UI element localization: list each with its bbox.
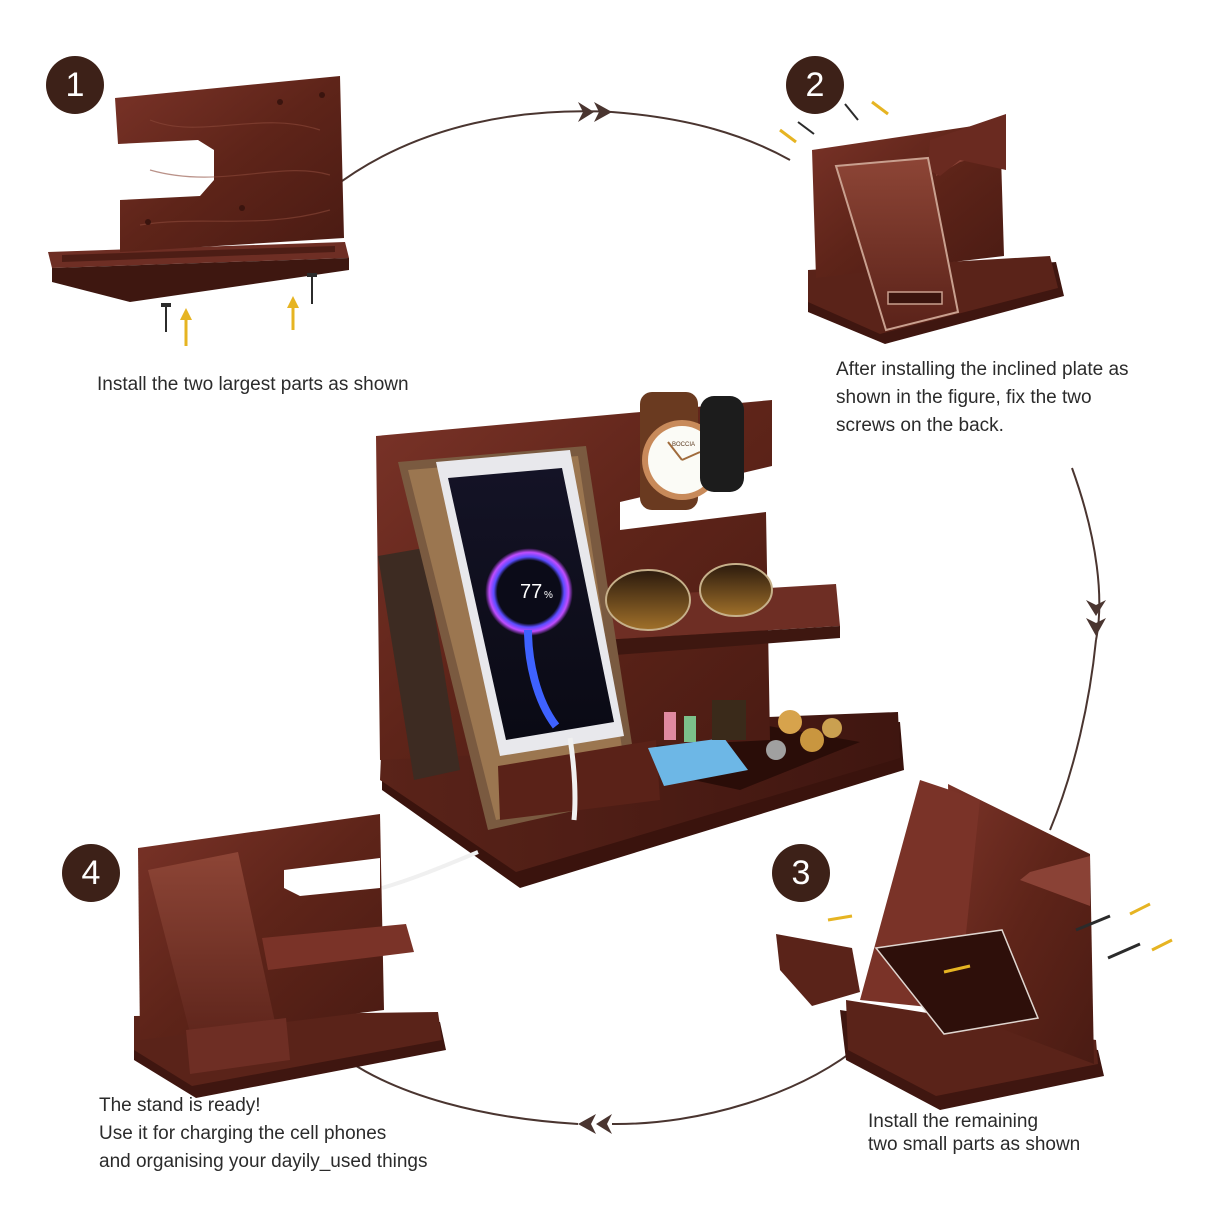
caption-line: Install the remaining — [868, 1111, 1039, 1132]
step-badge-2: 2 — [786, 56, 844, 114]
caption-line: shown in the figure, fix the two — [836, 387, 1092, 408]
caption-line: After installing the inclined plate as — [836, 359, 1129, 380]
step-3-caption: Install the remaining two small parts as… — [868, 1110, 1080, 1156]
step-1-illustration — [48, 76, 349, 346]
step-4-caption: The stand is ready! Use it for charging … — [99, 1092, 428, 1176]
hint-arrow-icon — [287, 296, 299, 330]
hint-arrow-icon — [827, 902, 1173, 974]
caption-line: screws on the back. — [836, 415, 1004, 436]
assembly-arrow-icon — [1049, 467, 1106, 831]
step-2-illustration — [779, 100, 1064, 344]
caption-line: two small parts as shown — [868, 1134, 1081, 1155]
step-4-illustration — [134, 814, 446, 1098]
assembly-arrow-icon — [329, 102, 791, 191]
watch-brand-text: BOCCIA — [672, 442, 695, 448]
screw-icon — [161, 303, 171, 332]
step-badge-1: 1 — [46, 56, 104, 114]
caption-line: Install the two largest parts as shown — [97, 374, 409, 395]
step-2-caption: After installing the inclined plate as s… — [836, 356, 1129, 440]
finished-stand-illustration — [376, 392, 904, 890]
caption-line: The stand is ready! — [99, 1095, 261, 1116]
screw-icon — [1075, 914, 1141, 960]
caption-line: and organising your dayily_used things — [99, 1151, 428, 1172]
hint-arrow-icon — [180, 308, 192, 346]
step-1-caption: Install the two largest parts as shown — [97, 371, 409, 399]
caption-line: Use it for charging the cell phones — [99, 1123, 387, 1144]
hint-arrow-icon — [779, 100, 889, 144]
step-badge-3: 3 — [772, 844, 830, 902]
screw-icon — [797, 103, 859, 135]
battery-display: 77 % — [520, 581, 553, 603]
battery-percent-text: 77 — [520, 581, 542, 603]
assembly-arrow-icon — [349, 1043, 863, 1134]
step-3-illustration — [776, 780, 1173, 1110]
battery-unit-text: % — [544, 590, 553, 601]
step-badge-4: 4 — [62, 844, 120, 902]
screw-icon — [307, 273, 317, 304]
